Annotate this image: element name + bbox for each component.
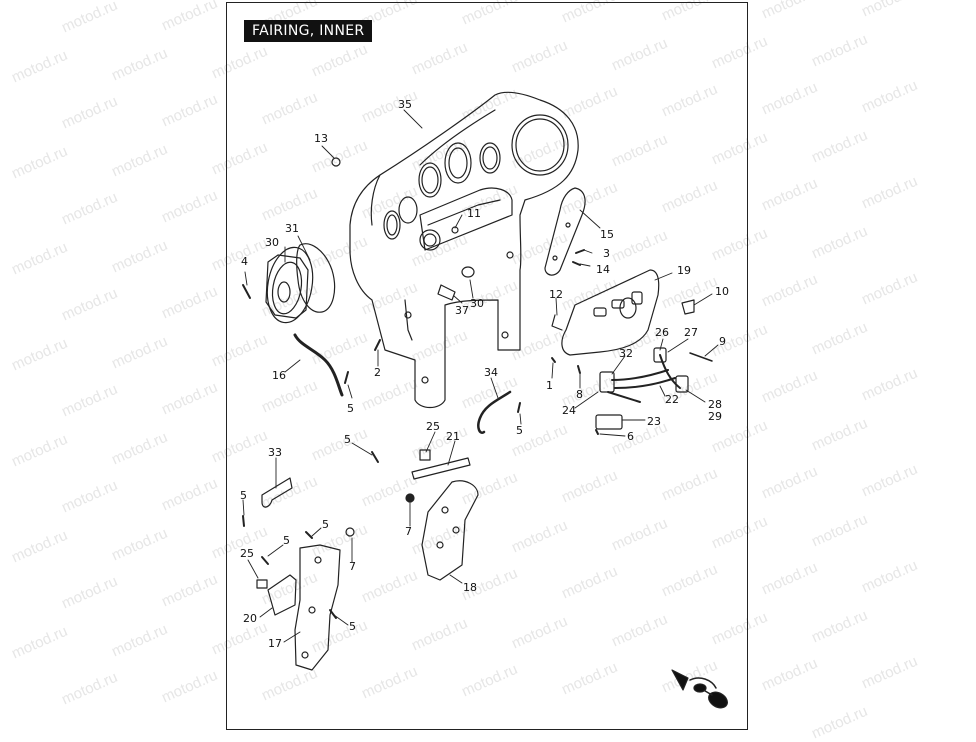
callout-18: 18: [463, 581, 477, 594]
wiring-harness: [595, 347, 689, 430]
callout-13: 13: [314, 132, 328, 145]
callout-22: 22: [665, 393, 679, 406]
diagram-title: FAIRING, INNER: [244, 20, 373, 42]
callout-16: 16: [272, 369, 286, 382]
callout-33: 33: [268, 446, 282, 459]
pin-9: [689, 352, 713, 362]
callout-24: 24: [562, 404, 576, 417]
callout-15: 15: [600, 228, 614, 241]
callout-2: 2: [374, 366, 381, 379]
callout-5-g: 5: [349, 620, 356, 633]
callout-10: 10: [715, 285, 729, 298]
callout-31: 31: [285, 222, 299, 235]
rod-21: [411, 457, 471, 480]
callout-4: 4: [241, 255, 248, 268]
callout-11: 11: [467, 207, 481, 220]
hose-16: [293, 333, 344, 397]
clip-25-lower: [256, 579, 268, 589]
callout-30: 30: [265, 236, 279, 249]
cable-34: [477, 390, 512, 434]
callout-1: 1: [546, 379, 553, 392]
nut-7-upper: [405, 493, 415, 503]
nut-13: [331, 157, 341, 167]
switch-23: [595, 414, 623, 430]
bracket-18: [421, 480, 479, 581]
callout-27: 27: [684, 326, 698, 339]
callout-5-a: 5: [347, 402, 354, 415]
callout-20: 20: [243, 612, 257, 625]
screw-4: [242, 284, 251, 299]
callout-5-e: 5: [322, 518, 329, 531]
callout-6: 6: [627, 430, 634, 443]
bracket-33: [261, 477, 293, 508]
callout-23: 23: [647, 415, 661, 428]
callout-9: 9: [719, 335, 726, 348]
callout-5-b: 5: [516, 424, 523, 437]
callout-12: 12: [549, 288, 563, 301]
callout-5-f: 5: [283, 534, 290, 547]
callout-19: 19: [677, 264, 691, 277]
fairing-bracket-right: [544, 187, 586, 276]
leader-lines: [242, 109, 719, 643]
callout-37: 37: [455, 304, 469, 317]
callout-35: 35: [398, 98, 412, 111]
clip-12: [551, 314, 563, 331]
callout-8: 8: [576, 388, 583, 401]
callout-26: 26: [655, 326, 669, 339]
callout-17: 17: [268, 637, 282, 650]
callout-32: 32: [619, 347, 633, 360]
callout-3: 3: [603, 247, 610, 260]
callout-21: 21: [446, 430, 460, 443]
callout-28: 28: [708, 398, 722, 411]
callout-25-upper: 25: [426, 420, 440, 433]
clip-25-upper: [419, 449, 431, 461]
diagram-frame: [226, 2, 748, 730]
callout-14: 14: [596, 263, 610, 276]
callout-34: 34: [484, 366, 498, 379]
callout-5-c: 5: [344, 433, 351, 446]
inner-fairing-shell: [349, 91, 579, 409]
bracket-17: [294, 544, 341, 671]
orientation-arrow-icon: [671, 669, 728, 709]
part-37: [437, 284, 456, 301]
callout-7-lower: 7: [349, 560, 356, 573]
callout-29: 29: [708, 410, 722, 423]
speaker-assembly: [265, 243, 336, 324]
callout-30-knob: 30: [470, 297, 484, 310]
callout-25-lower: 25: [240, 547, 254, 560]
nut-7-lower: [345, 527, 355, 537]
clip-10: [681, 299, 695, 315]
callout-7-upper: 7: [405, 525, 412, 538]
callout-5-d: 5: [240, 489, 247, 502]
part-30-knob: [461, 266, 475, 278]
bracket-20: [267, 574, 297, 616]
radio-bezel: [561, 269, 660, 356]
